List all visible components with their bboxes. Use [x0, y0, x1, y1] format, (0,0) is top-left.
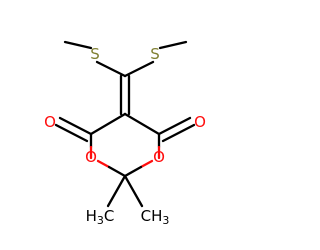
molecule-structure: S S O O O O H3C CH3	[44, 40, 206, 227]
bond-s-right-to-c	[123, 60, 155, 78]
atom-methyl-right: CH3	[141, 207, 170, 227]
bond-c2-methyl-left	[106, 174, 127, 208]
bond-o3-c2-red	[96, 159, 111, 169]
bond-carbonyl-right-a	[157, 116, 192, 136]
bond-o1-c2	[123, 165, 143, 178]
methyl-left-h: H	[86, 207, 97, 225]
methyl-left-c: C	[104, 207, 114, 225]
atom-o-carbonyl-right: O	[194, 113, 206, 131]
methyl-left-subscript: 3	[97, 214, 104, 227]
bond-carbonyl-left-a	[58, 116, 93, 136]
atom-label-layer: S S O O O O H3C CH3	[44, 45, 206, 227]
bond-o3-c2	[107, 165, 127, 178]
methyl-right-ch: CH	[141, 207, 163, 225]
atom-methyl-left: H3C	[86, 207, 115, 227]
atom-o-ring-right: O	[153, 148, 165, 166]
bond-c5-c6	[123, 112, 161, 136]
bond-c2-methyl-right	[123, 174, 144, 208]
bond-methyl-s-left	[63, 40, 93, 50]
bond-carbonyl-left-b	[54, 123, 89, 143]
bond-c5-c4	[89, 112, 127, 136]
bond-carbonyl-right-b	[161, 123, 196, 143]
bond-o1-c2-red	[139, 159, 154, 169]
methyl-right-subscript: 3	[162, 214, 169, 227]
atom-o-ring-left: O	[85, 148, 97, 166]
bond-s-left-to-c	[95, 60, 127, 78]
atom-o-carbonyl-left: O	[44, 113, 56, 131]
atom-s-left: S	[90, 45, 100, 63]
atom-s-right: S	[150, 45, 160, 63]
bond-methyl-s-right	[158, 40, 188, 50]
bond-layer	[54, 40, 196, 208]
